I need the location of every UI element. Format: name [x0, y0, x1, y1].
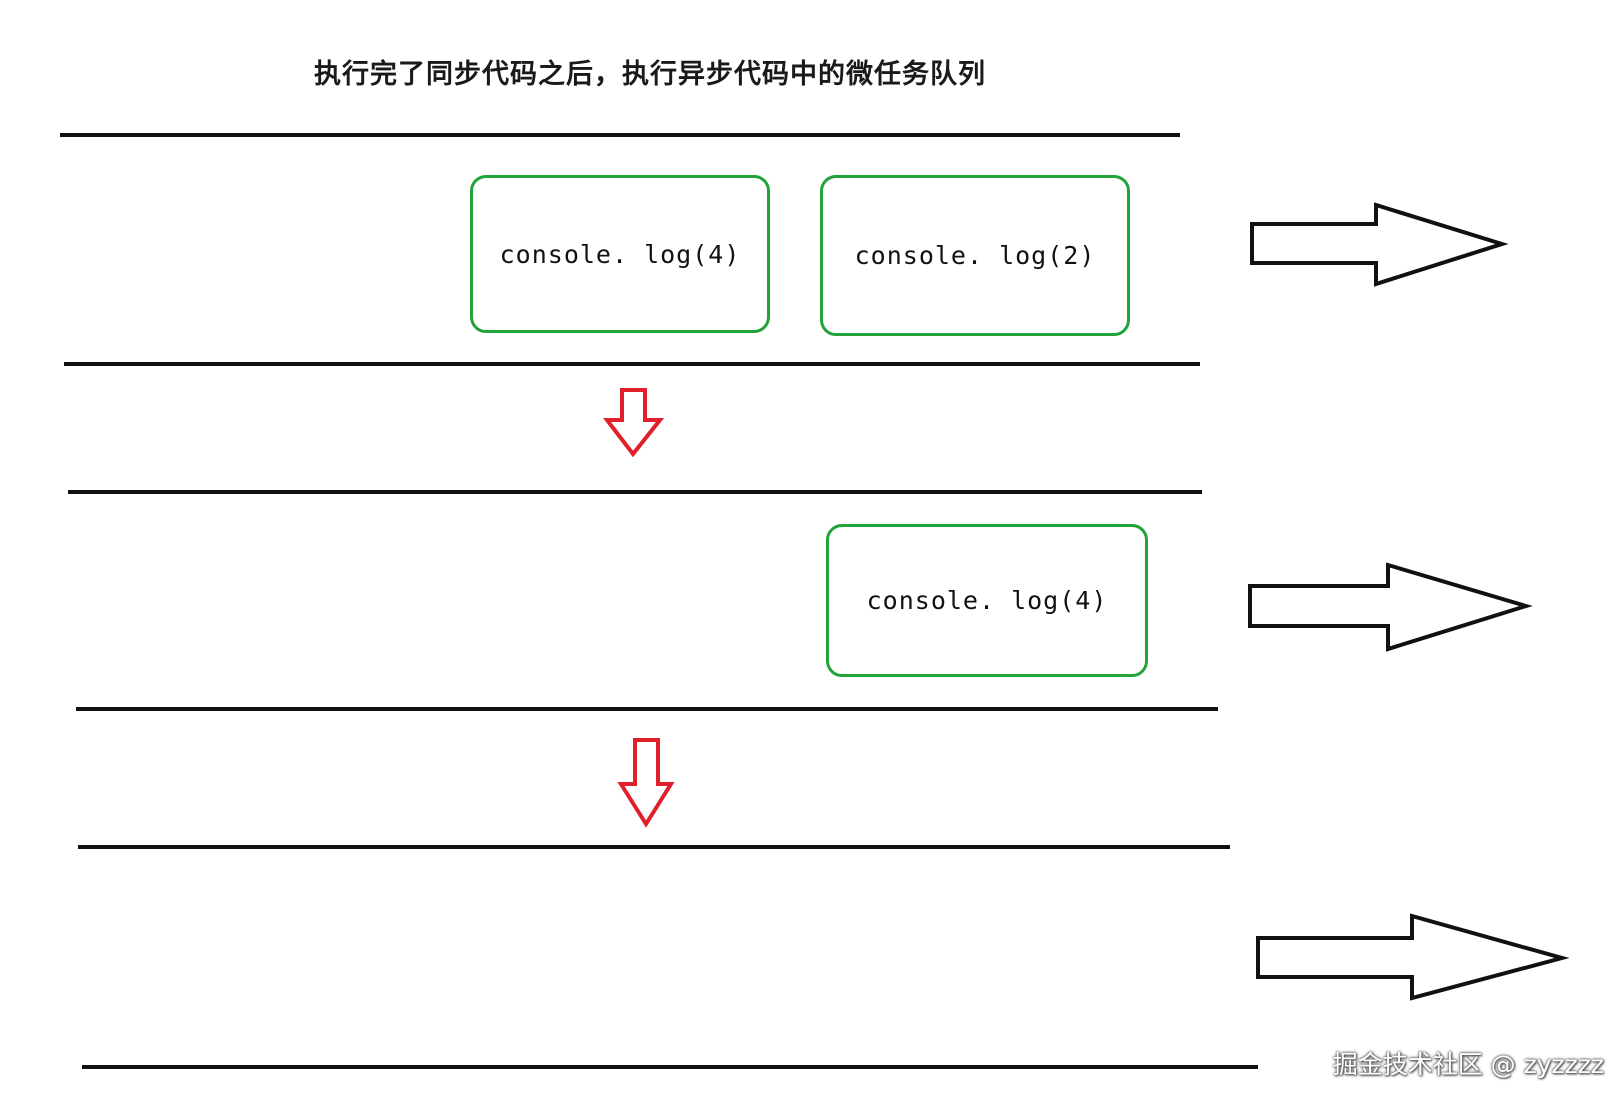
microtask-box: console. log(4) [470, 175, 770, 333]
microtask-box-label: console. log(4) [866, 586, 1108, 615]
watermark: 掘金技术社区 @ zyzzzz [1332, 1050, 1604, 1079]
right-arrow-icon [1248, 562, 1533, 652]
microtask-box: console. log(4) [826, 524, 1148, 677]
right-arrow-icon [1250, 202, 1509, 287]
right-arrow-icon [1256, 913, 1570, 1001]
down-arrow-icon [617, 738, 675, 828]
microtask-box: console. log(2) [820, 175, 1130, 336]
microtask-box-label: console. log(2) [854, 241, 1096, 270]
diagram-title: 执行完了同步代码之后，执行异步代码中的微任务队列 [314, 59, 986, 90]
microtask-box-label: console. log(4) [499, 239, 741, 269]
down-arrow-icon [602, 388, 665, 458]
